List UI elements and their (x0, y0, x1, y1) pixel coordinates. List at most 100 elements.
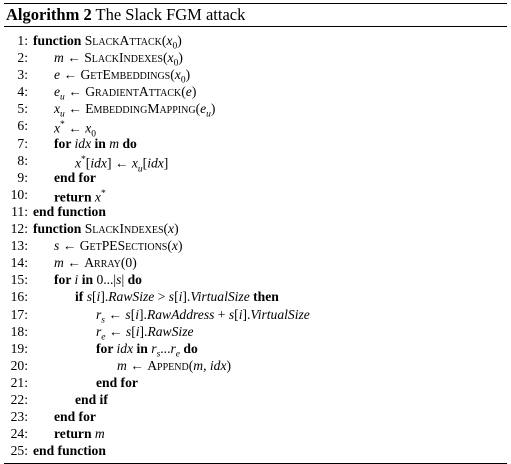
code-token: end if (75, 391, 108, 407)
code-token: ← (64, 84, 86, 100)
code-token: ← (59, 238, 80, 254)
code-token: ( (163, 221, 169, 237)
code-token: r (96, 306, 102, 322)
algorithm-line: 17:rs ← s[i].RawAddress + s[i].VirtualSi… (4, 306, 507, 326)
header-rule (4, 26, 507, 27)
algorithm-lines: 1:function SlackAttack(x0)2:m ← SlackInd… (4, 27, 507, 459)
code-token: s (101, 315, 105, 326)
algorithm-line: 24:return m (4, 425, 507, 442)
code-token: ]. (182, 289, 191, 305)
code-token: GetPESections (79, 238, 168, 254)
algorithm-line: 8:x*[idx] ← xu[idx] (4, 152, 507, 174)
line-code: xu ← EmbeddingMapping(eu) (54, 100, 215, 124)
code-token: r (151, 340, 157, 356)
line-code: x*[idx] ← xu[idx] (75, 152, 168, 178)
code-token: then (249, 289, 279, 305)
code-token: m (193, 357, 204, 373)
algorithm-line: 3:e ← GetEmbeddings(x0) (4, 66, 507, 86)
code-token: x (174, 67, 181, 83)
code-token: m (54, 50, 64, 66)
algorithm-line: 20:m ← Append(m, idx) (4, 357, 507, 374)
line-number: 11: (11, 203, 28, 219)
algorithm-label: Algorithm 2 (6, 5, 92, 24)
code-token: ← (126, 357, 148, 373)
code-token: ← (64, 121, 86, 136)
line-code: for idx in m do (54, 135, 137, 152)
code-token: s (168, 289, 175, 305)
code-token: r (96, 323, 102, 339)
code-token: idx (209, 357, 227, 373)
code-token: i (135, 306, 139, 322)
code-token: m (54, 255, 64, 271)
code-token: idx (116, 340, 134, 356)
algorithm-line: 19:for idx in rs...re do (4, 340, 507, 360)
line-code: return x* (54, 186, 106, 206)
code-token: s (116, 272, 122, 288)
code-token: idx (74, 135, 92, 151)
code-token: i (96, 289, 101, 305)
code-token: for (54, 135, 75, 151)
line-number: 23: (10, 409, 28, 425)
code-token: ] (163, 155, 169, 171)
code-token: ( (162, 50, 168, 66)
code-token: [ (174, 289, 179, 305)
code-token: for (54, 272, 75, 288)
code-token: x (168, 221, 175, 237)
code-token: return (54, 189, 95, 205)
code-token: EmbeddingMapping (85, 101, 196, 117)
code-token: ( (181, 84, 186, 100)
line-number: 15: (10, 272, 28, 288)
line-number: 18: (10, 323, 28, 339)
code-token: RawSize (108, 289, 155, 305)
code-token: e (175, 349, 180, 360)
line-code: end for (54, 169, 96, 186)
algorithm-line: 13:s ← GetPESections(x) (4, 237, 507, 254)
code-token: end for (54, 409, 96, 425)
code-token: do (179, 340, 198, 356)
line-number: 8: (17, 152, 28, 168)
code-token: 0 (91, 129, 96, 140)
code-token: SlackIndexes (84, 221, 164, 237)
code-token: in (91, 135, 110, 151)
code-token: end for (54, 169, 96, 185)
code-token: i (238, 306, 243, 322)
code-token: 0 (173, 58, 179, 69)
line-number: 21: (10, 374, 28, 390)
code-token: x (94, 189, 101, 205)
code-token: idx (90, 155, 107, 171)
line-code: rs ← s[i].RawAddress + s[i].VirtualSize (96, 306, 310, 330)
code-token: ← (105, 323, 126, 339)
code-token: e (54, 67, 61, 83)
code-token: ( (170, 67, 175, 83)
code-token: in (133, 340, 152, 356)
code-token: [ (92, 289, 97, 305)
code-token: [ (234, 306, 239, 322)
algorithm-line: 15:for i in 0...|s| do (4, 271, 507, 288)
algorithm-line: 5:xu ← EmbeddingMapping(eu) (4, 100, 507, 120)
code-token: 0...| (96, 272, 117, 288)
code-token: VirtualSize (190, 289, 250, 305)
code-token: Append (147, 357, 189, 373)
code-token: end function (33, 203, 106, 219)
top-rule (4, 3, 507, 4)
algorithm-line: 11: end function (4, 203, 507, 220)
line-code: end for (54, 408, 96, 425)
line-code: re ← s[i].RawSize (96, 323, 194, 347)
code-token: ) (226, 357, 232, 373)
line-code: s ← GetPESections(x) (54, 237, 182, 254)
line-code: e ← GetEmbeddings(x0) (54, 66, 190, 90)
code-token: e (101, 332, 106, 343)
code-token: x (167, 50, 174, 66)
code-token: [ (85, 155, 91, 171)
code-token: Array (84, 255, 121, 271)
line-number: 9: (17, 169, 28, 185)
code-token: for (96, 340, 117, 356)
code-token: u (60, 93, 65, 103)
code-token: ) (177, 33, 182, 48)
code-token: ← (64, 101, 86, 117)
code-token: [ (130, 306, 136, 322)
line-number: 7: (17, 135, 28, 151)
code-token: ] ← (106, 155, 132, 171)
line-number: 12: (10, 221, 28, 237)
code-token: [ (131, 323, 136, 339)
